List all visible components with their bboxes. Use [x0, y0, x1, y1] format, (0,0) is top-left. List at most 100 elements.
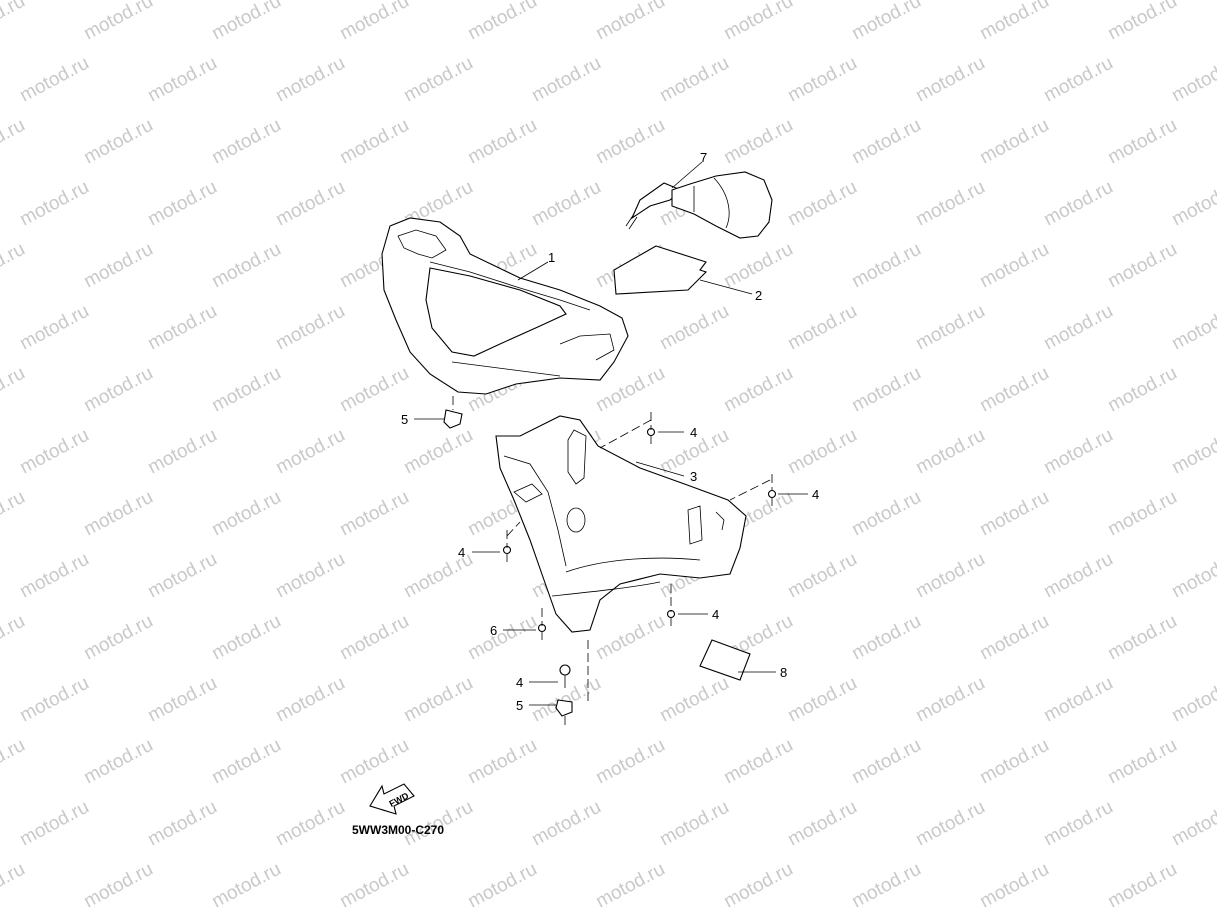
watermark-text: motod.ru — [208, 735, 284, 789]
watermark-text: motod.ru — [784, 425, 860, 479]
watermark-text: motod.ru — [336, 363, 412, 417]
watermark-text: motod.ru — [16, 673, 92, 727]
watermark-text: motod.ru — [1040, 301, 1116, 355]
watermark-text: motod.ru — [1104, 363, 1180, 417]
watermark-text: motod.ru — [336, 487, 412, 541]
part-5-nut-upper — [443, 409, 463, 429]
watermark-text: motod.ru — [1104, 239, 1180, 293]
watermark-text: motod.ru — [592, 735, 668, 789]
watermark-text: motod.ru — [656, 797, 732, 851]
watermark-text: motod.ru — [144, 425, 220, 479]
watermark-text: motod.ru — [208, 611, 284, 665]
callout-6: 6 — [490, 623, 497, 638]
part-8-label — [699, 639, 751, 681]
watermark-text: motod.ru — [912, 549, 988, 603]
watermark-text: motod.ru — [16, 53, 92, 107]
watermark-text: motod.ru — [1168, 177, 1217, 231]
watermark-text: motod.ru — [144, 53, 220, 107]
watermark-text: motod.ru — [1040, 53, 1116, 107]
callout-7: 7 — [700, 150, 707, 165]
watermark-text: motod.ru — [592, 115, 668, 169]
watermark-text: motod.ru — [272, 549, 348, 603]
watermark-text: motod.ru — [400, 673, 476, 727]
watermark-text: motod.ru — [1040, 673, 1116, 727]
watermark-text: motod.ru — [80, 487, 156, 541]
watermark-text: motod.ru — [464, 0, 540, 44]
watermark-text: motod.ru — [1168, 425, 1217, 479]
watermark-text: motod.ru — [848, 0, 924, 44]
watermark-text: motod.ru — [976, 487, 1052, 541]
watermark-text: motod.ru — [336, 611, 412, 665]
watermark-text: motod.ru — [528, 673, 604, 727]
watermark-text: motod.ru — [336, 735, 412, 789]
watermark-text: motod.ru — [1104, 115, 1180, 169]
watermark-text: motod.ru — [912, 797, 988, 851]
watermark-text: motod.ru — [592, 0, 668, 44]
watermark-text: motod.ru — [1040, 425, 1116, 479]
watermark-text: motod.ru — [208, 239, 284, 293]
fasteners — [502, 427, 777, 717]
watermark-text: motod.ru — [720, 239, 796, 293]
watermark-text: motod.ru — [1168, 53, 1217, 107]
screw-4-bottom — [559, 664, 571, 688]
watermark-text: motod.ru — [464, 115, 540, 169]
watermark-text: motod.ru — [16, 425, 92, 479]
watermark-text: motod.ru — [80, 0, 156, 44]
callout-2: 2 — [755, 288, 762, 303]
watermark-text: motod.ru — [1104, 735, 1180, 789]
alignment-lines — [452, 396, 773, 728]
watermark-text: motod.ru — [720, 363, 796, 417]
watermark-text: motod.ru — [336, 859, 412, 913]
part-3-rear-cover — [495, 415, 747, 633]
watermark-text: motod.ru — [144, 549, 220, 603]
watermark-text: motod.ru — [208, 0, 284, 44]
watermark-text: motod.ru — [976, 611, 1052, 665]
watermark-text: motod.ru — [0, 487, 29, 541]
watermark-text: motod.ru — [720, 859, 796, 913]
watermark-text: motod.ru — [912, 53, 988, 107]
part-1-front-cover — [381, 217, 629, 395]
watermark-text: motod.ru — [464, 611, 540, 665]
screw-4-right — [767, 489, 777, 506]
part-2-sticker — [613, 245, 708, 295]
watermark-text: motod.ru — [656, 673, 732, 727]
watermark-text: motod.ru — [1168, 549, 1217, 603]
watermark-text: motod.ru — [912, 425, 988, 479]
watermark-text: motod.ru — [1040, 549, 1116, 603]
watermark-text: motod.ru — [912, 177, 988, 231]
watermark-text: motod.ru — [976, 859, 1052, 913]
watermark-text: motod.ru — [400, 53, 476, 107]
watermark-text: motod.ru — [0, 859, 29, 913]
watermark-text: motod.ru — [336, 115, 412, 169]
watermark-text: motod.ru — [1168, 673, 1217, 727]
watermark-text: motod.ru — [848, 239, 924, 293]
watermark-text: motod.ru — [592, 611, 668, 665]
callouts: 1 2 3 4 4 4 4 4 5 5 6 7 8 — [401, 150, 819, 713]
watermark-text: motod.ru — [0, 611, 29, 665]
watermark-text: motod.ru — [208, 859, 284, 913]
watermark-text: motod.ru — [144, 177, 220, 231]
watermark-text: motod.ru — [0, 0, 29, 44]
watermark-text: motod.ru — [208, 487, 284, 541]
watermark-text: motod.ru — [656, 301, 732, 355]
callout-3: 3 — [690, 469, 697, 484]
watermark-text: motod.ru — [976, 239, 1052, 293]
part-5-nut-lower — [555, 699, 573, 717]
watermark-text: motod.ru — [1104, 859, 1180, 913]
watermark-text: motod.ru — [144, 797, 220, 851]
watermark-text: motod.ru — [272, 301, 348, 355]
watermark-text: motod.ru — [80, 611, 156, 665]
watermark-text: motod.ru — [208, 115, 284, 169]
watermark-text: motod.ru — [80, 735, 156, 789]
watermark-text: motod.ru — [0, 115, 29, 169]
watermark-text: motod.ru — [976, 115, 1052, 169]
watermark-text: motod.ru — [144, 301, 220, 355]
watermark-text: motod.ru — [336, 0, 412, 44]
watermark-text: motod.ru — [272, 53, 348, 107]
watermark-text: motod.ru — [272, 673, 348, 727]
watermark-text: motod.ru — [80, 239, 156, 293]
screw-4-left — [502, 545, 512, 562]
watermark-text: motod.ru — [80, 363, 156, 417]
watermark-text: motod.ru — [784, 301, 860, 355]
